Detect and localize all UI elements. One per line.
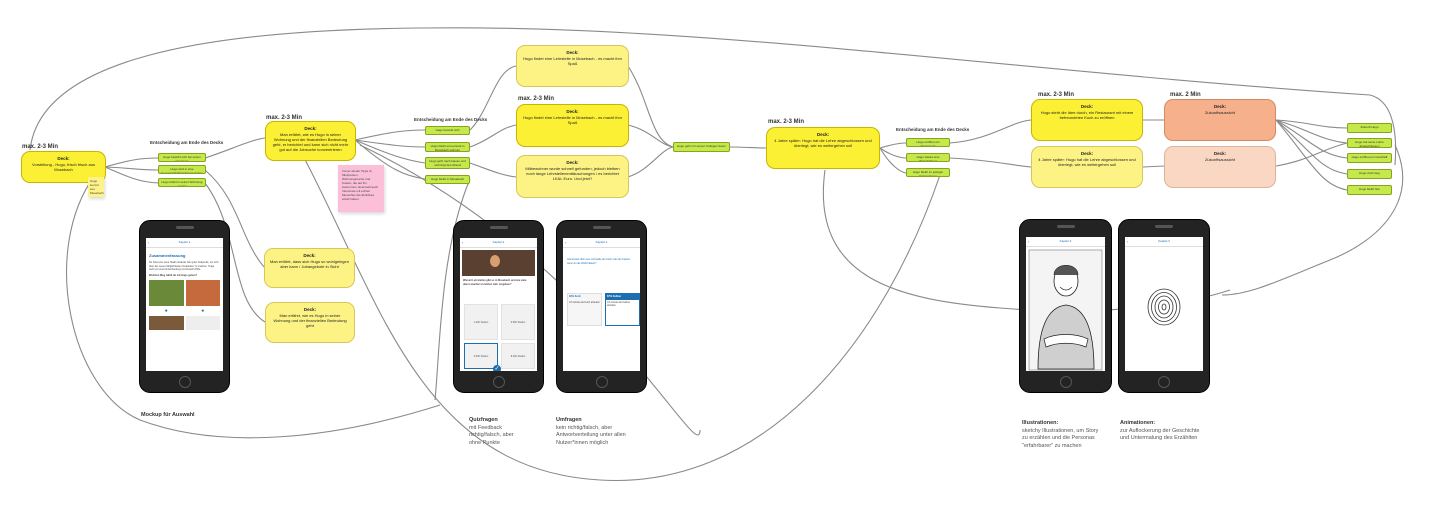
deck-node-lehrstelle-top[interactable]: Deck:Hugo findet eine Lehrstelle in Mose… xyxy=(516,45,629,87)
decision-option[interactable]: Hugo bleibt erst einmal in Mosebach wohn… xyxy=(425,142,470,152)
caption-animationen: Animationen:zur Auflockerung der Geschic… xyxy=(1120,420,1200,441)
radio-icon[interactable]: ● xyxy=(201,308,205,314)
quiz-answer-tile-selected[interactable]: 6.000 Stellen xyxy=(464,343,498,369)
check-icon: ✓ xyxy=(493,365,501,371)
survey-label-right: Ich würde als Kellner arbeiten xyxy=(607,300,631,308)
deck-node-zukunft-1[interactable]: Deck:Zukunftsaussicht xyxy=(1164,99,1276,141)
decision-option[interactable]: Hugo geht nach Hause und verbringt den A… xyxy=(425,157,470,169)
decision-option[interactable]: Zukunft Hugo xyxy=(1347,123,1392,133)
sticky-note-yellow: Hugo kommt aus Mosebach xyxy=(88,177,104,197)
survey-pct-left: 33% Koch xyxy=(569,295,581,298)
deck-node-restaurant[interactable]: Deck:Hugo steht die Idee durch, ein Rest… xyxy=(1031,99,1143,141)
phone-quizfragen: ‹Kapitel 2 Wieviel Lehrstellen gibt es i… xyxy=(453,220,544,393)
app-header: ‹Kapitel 3 xyxy=(1125,237,1203,247)
time-header-5: max. 2-3 Min xyxy=(1038,92,1075,98)
decision-option[interactable]: Hugo geht mit seinen Kollegen feiern xyxy=(673,142,730,152)
choice-image-park[interactable] xyxy=(149,280,184,306)
phone-mockup-auswahl: ‹Kapitel 1 Zusammenfassung Du hast eine … xyxy=(139,220,230,393)
decision-header-3: Entscheidung am Ende des Decks xyxy=(896,127,970,132)
app-header: ‹Kapitel 2 xyxy=(460,238,537,248)
decision-header-2: Entscheidung am Ende des Decks xyxy=(414,117,488,122)
deck-node-4-jahre-center[interactable]: Deck:4 Jahre später: Hugo hat die Lehre … xyxy=(766,127,880,169)
deck-node-mitbewohner[interactable]: Deck:Mitbewohner wurde schnell gefunden,… xyxy=(516,155,629,198)
decision-option[interactable]: Hugo bewirbt sich bei einem Vermieter xyxy=(158,153,206,162)
decision-option[interactable]: Hugo bleibt im jetzigen Unternehmen xyxy=(906,168,950,177)
survey-label-left: Ich würde als Koch arbeiten xyxy=(569,300,600,304)
survey-option-right[interactable]: 67% Kellner Ich würde als Kellner arbeit… xyxy=(605,293,640,326)
decision-option[interactable]: Hugo bleibt in seiner Wohnung / spart xyxy=(158,178,206,187)
quiz-answer-tile[interactable]: 8.200 Stellen xyxy=(501,343,535,369)
caption-illustrationen: Illustrationen:sketchy Illustrationen, u… xyxy=(1022,420,1099,449)
choice-image-blank[interactable] xyxy=(185,316,220,330)
sticky-note-pink: Immer wieder Tipps zu Mietpreisen, Wohnu… xyxy=(338,165,384,212)
app-header: ‹Kapitel 2 xyxy=(563,238,640,248)
phone-animation: ‹Kapitel 3 xyxy=(1118,219,1210,393)
survey-pct-right: 67% Kellner xyxy=(606,294,639,300)
time-header-6: max. 2 Min xyxy=(1170,92,1201,98)
decision-option[interactable]: Hugo wird in eine Gemeinschaftswohnung z… xyxy=(158,165,206,174)
caption-mockup: Mockup für Auswahl xyxy=(141,412,195,418)
survey-option-left[interactable]: 33% Koch Ich würde als Koch arbeiten xyxy=(567,293,602,326)
decision-option[interactable]: Hugo eröffnet ein Geschäft xyxy=(1347,153,1392,163)
app-header: ‹Kapitel 1 xyxy=(146,238,223,248)
decision-option[interactable]: Hugo startet eine Weiterbildung xyxy=(906,153,950,162)
back-arrow-icon[interactable]: ‹ xyxy=(148,240,150,245)
survey-question: Interessiert dich eine Lehrstelle als Ko… xyxy=(567,258,631,265)
quiz-question: Wieviel Lehrstellen gibt es in Mosebach … xyxy=(463,279,527,286)
decision-option[interactable]: Hugo bleibt hier xyxy=(1347,185,1392,195)
screen-heading: Zusammenfassung xyxy=(149,253,186,258)
quiz-answer-tile[interactable]: 3.500 Stellen xyxy=(501,304,535,340)
decision-option[interactable]: Hugo hat seine Lehre abgeschlossen xyxy=(1347,138,1392,148)
choice-image-room[interactable] xyxy=(149,316,184,330)
screen-question: Welchen Weg wählt du mit Hugo gehen? xyxy=(149,273,198,277)
time-header-3: max. 2-3 Min xyxy=(518,96,555,102)
decision-header-1: Entscheidung am Ende des Decks xyxy=(150,140,224,145)
screen-body-text: Du hast eine neue Stadt entdeckt. Ein gu… xyxy=(149,261,219,271)
phone-umfragen: ‹Kapitel 2 Interessiert dich eine Lehrst… xyxy=(556,220,647,393)
radio-icon[interactable]: ● xyxy=(164,308,168,314)
deck-node-alternative-2[interactable]: Deck:Man erfährt, wie es Hugo in seiner … xyxy=(265,302,355,343)
decision-option[interactable]: Hugo bleibt in Mosebach xyxy=(425,175,470,184)
deck-node-wohnung[interactable]: Deck:Man erfährt, wie es Hugo in seiner … xyxy=(265,121,356,161)
deck-node-zukunft-2[interactable]: Deck:Zukunftsaussicht xyxy=(1164,146,1276,188)
time-header-4: max. 2-3 Min xyxy=(768,119,805,125)
time-header-2: max. 2-3 Min xyxy=(266,115,303,121)
man-sketch-illustration xyxy=(1028,249,1103,371)
quiz-photo xyxy=(462,250,535,276)
time-header-1: max. 2-3 Min xyxy=(22,144,59,150)
quiz-answer-tile[interactable]: 1.200 Stellen xyxy=(464,304,498,340)
fingerprint-animation xyxy=(1147,288,1181,326)
phone-illustration: ‹Kapitel 3 xyxy=(1019,219,1112,393)
back-arrow-icon[interactable]: ‹ xyxy=(1127,239,1129,244)
app-header: ‹Kapitel 3 xyxy=(1026,237,1105,247)
decision-option[interactable]: Hugo eröffnet ein Restaurant xyxy=(906,138,950,147)
deck-node-lehrstelle-mid[interactable]: Deck:Hugo findet eine Lehrstelle in Mose… xyxy=(516,104,629,147)
decision-option[interactable]: Hugo zieht weg xyxy=(1347,169,1392,179)
back-arrow-icon[interactable]: ‹ xyxy=(565,240,567,245)
decision-option[interactable]: Hugo bewirbt sich xyxy=(425,126,470,135)
back-arrow-icon[interactable]: ‹ xyxy=(1028,239,1030,244)
choice-image-street[interactable] xyxy=(185,280,220,306)
back-arrow-icon[interactable]: ‹ xyxy=(462,240,464,245)
deck-node-4-jahre-right[interactable]: Deck:4 Jahre später: Hugo hat die Lehre … xyxy=(1031,146,1143,188)
deck-node-alternative-1[interactable]: Deck:Man erfährt, dass sich Hugo so wohl… xyxy=(264,248,355,288)
